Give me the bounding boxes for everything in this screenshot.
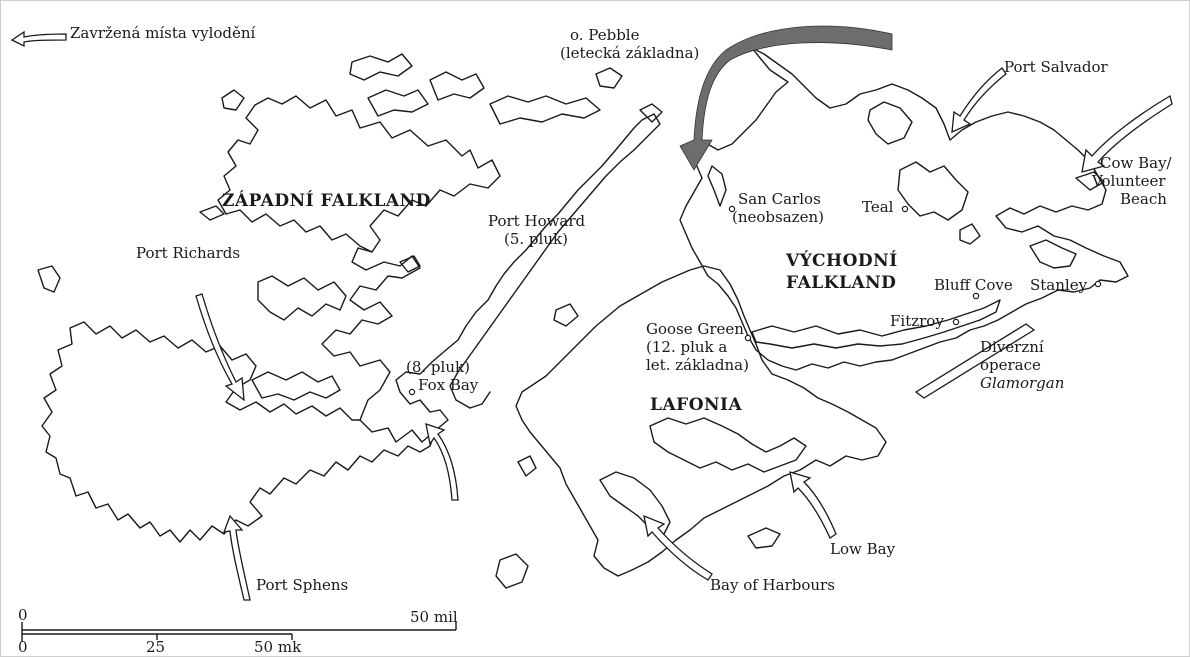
port-sphens-arrow: [222, 514, 251, 601]
diversion-label-2: operace: [980, 356, 1041, 374]
port-richards-label: Port Richards: [136, 244, 240, 262]
west-islet-3: [399, 255, 421, 273]
salvador-waters: [897, 161, 969, 221]
main-landing-arrow: [679, 25, 893, 171]
port-salvador-arrow: [951, 67, 1007, 134]
stanley-dot: [1094, 280, 1102, 288]
diversion-marker: [914, 323, 1036, 399]
bay-of-harbours-arrow: [643, 514, 713, 581]
choiseul-sound: [751, 299, 1001, 349]
fox-bay-arrow: [425, 423, 459, 501]
scale-miles-zero: 0: [18, 606, 28, 624]
north-island-3: [367, 89, 429, 117]
goose-green-label-1: Goose Green: [646, 320, 744, 338]
north-island-1: [221, 89, 245, 111]
port-sphens-label: Port Sphens: [256, 576, 348, 594]
san-carlos-label-2: (neobsazen): [732, 208, 824, 226]
north-island-6: [639, 103, 663, 123]
san-carlos-dot: [728, 205, 736, 213]
pebble-label-1: o. Pebble: [570, 26, 640, 44]
north-island-4: [429, 71, 485, 101]
lafonia-inner-coast: [649, 417, 807, 473]
fitzroy-label: Fitzroy: [890, 312, 944, 330]
stanley-label: Stanley: [1030, 276, 1088, 294]
port-richards-arrow: [195, 293, 245, 402]
lafonia-islet-1: [553, 303, 579, 327]
west-falkland-south-coast: [41, 321, 437, 543]
goose-green-label-2: (12. pluk a: [646, 338, 727, 356]
lafonia-bay-harbours: [599, 471, 671, 535]
west-islet-2: [37, 265, 61, 293]
pebble-island: [489, 95, 601, 125]
labels: Zavržená místa vylodění o. Pebble (letec…: [70, 24, 1173, 594]
bay-of-harbours-label: Bay of Harbours: [710, 576, 835, 594]
port-salvador-label: Port Salvador: [1004, 58, 1109, 76]
lafonia-label: LAFONIA: [650, 395, 743, 415]
west-falkland-north-coast: [217, 104, 373, 253]
diversion-label-1: Diverzní: [980, 338, 1044, 356]
lafonia-coast: [515, 265, 887, 577]
north-island-5: [595, 67, 623, 89]
scale-km-zero: 0: [18, 638, 28, 656]
pebble-label-2: (letecká základna): [560, 44, 699, 62]
legend-label: Zavržená místa vylodění: [70, 24, 256, 42]
fox-bay-label-2: Fox Bay: [418, 376, 479, 394]
scale-km-label: 50 mk: [254, 638, 302, 656]
lafonia-islet-3: [517, 455, 537, 477]
low-bay-arrow: [789, 471, 837, 539]
east-inlet-2: [1029, 239, 1077, 269]
cow-bay-label-3: Beach: [1120, 190, 1167, 208]
san-carlos-label-1: San Carlos: [738, 190, 821, 208]
fox-bay-label-1: (8. pluk): [406, 358, 470, 376]
scale-km-25: 25: [146, 638, 165, 656]
fox-bay-dot: [408, 388, 416, 396]
east-falkland-label-2: FALKLAND: [786, 273, 896, 293]
location-dots: [408, 205, 1102, 396]
north-island-2: [349, 53, 413, 81]
low-bay-label: Low Bay: [830, 540, 896, 558]
landing-arrows: [10, 30, 1173, 601]
san-carlos-water: [707, 165, 727, 207]
diversion-label-3: Glamorgan: [980, 374, 1064, 392]
bluff-cove-label: Bluff Cove: [934, 276, 1013, 294]
legend-arrow: [10, 30, 67, 48]
lafonia-islet-2: [495, 553, 529, 589]
east-islet-1: [1075, 171, 1105, 191]
east-falkland-coast: [679, 47, 1129, 371]
west-falkland-coast: [254, 95, 661, 443]
east-islet-2: [959, 223, 981, 245]
sea-lion-island: [747, 527, 781, 549]
east-falkland-inner-sound: [867, 101, 913, 145]
goose-green-dot: [744, 334, 752, 342]
scale-miles-label: 50 mil: [410, 608, 458, 626]
coastlines: [37, 47, 1129, 589]
cow-bay-arrow: [1081, 94, 1173, 173]
goose-green-label-3: let. základna): [646, 356, 749, 374]
cow-bay-label-2: Volunteer: [1091, 172, 1166, 190]
cow-bay-label-1: Cow Bay/: [1100, 154, 1173, 172]
scale-bar: 0 50 mil 0 25 50 mk: [18, 606, 458, 656]
west-falkland-label: ZÁPADNÍ FALKLAND: [222, 190, 431, 211]
port-howard-label-2: (5. pluk): [504, 230, 568, 248]
teal-label: Teal: [862, 198, 894, 216]
port-howard-label-1: Port Howard: [488, 212, 586, 230]
west-falkland-inner-inlet: [257, 275, 347, 321]
west-falkland-south-inlet: [251, 371, 341, 401]
west-islet-1: [199, 205, 225, 221]
bluff-cove-dot: [972, 292, 980, 300]
teal-dot: [901, 205, 909, 213]
fitzroy-dot: [952, 318, 960, 326]
east-falkland-label-1: VÝCHODNÍ: [785, 250, 898, 271]
